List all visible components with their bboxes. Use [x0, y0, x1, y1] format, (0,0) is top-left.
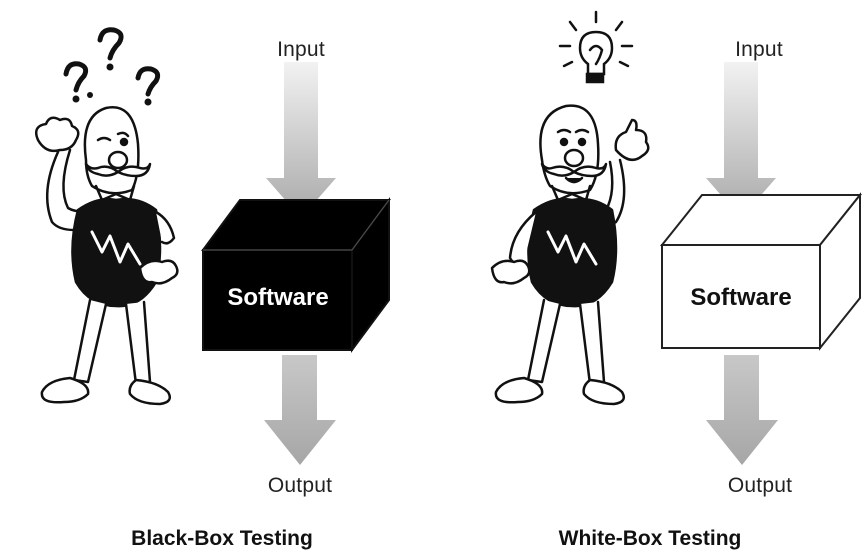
input-label: Input — [277, 38, 325, 61]
white-box-panel: Input Software Output White-Box Testing — [434, 0, 868, 557]
black-box-caption: Black-Box Testing — [131, 527, 313, 550]
output-arrow — [706, 355, 778, 465]
input-arrow — [266, 62, 336, 218]
input-label: Input — [735, 38, 783, 61]
black-software-box — [201, 196, 391, 354]
black-box-panel: Input Software Output Black-Box Testing — [35, 27, 391, 550]
white-box-drawing — [490, 10, 863, 465]
enlightened-tester-figure — [490, 104, 650, 406]
software-box-label: Software — [690, 284, 792, 311]
lightbulb-icon — [558, 10, 634, 84]
input-arrow — [706, 62, 776, 218]
white-software-box — [659, 192, 863, 351]
puzzled-tester-figure — [35, 106, 179, 406]
software-box-label: Software — [227, 284, 329, 311]
output-label: Output — [727, 474, 793, 497]
white-box-caption: White-Box Testing — [558, 527, 742, 550]
output-label: Output — [267, 474, 333, 497]
question-marks-icon — [63, 27, 161, 106]
output-arrow — [264, 355, 336, 465]
black-box-drawing — [35, 27, 391, 465]
